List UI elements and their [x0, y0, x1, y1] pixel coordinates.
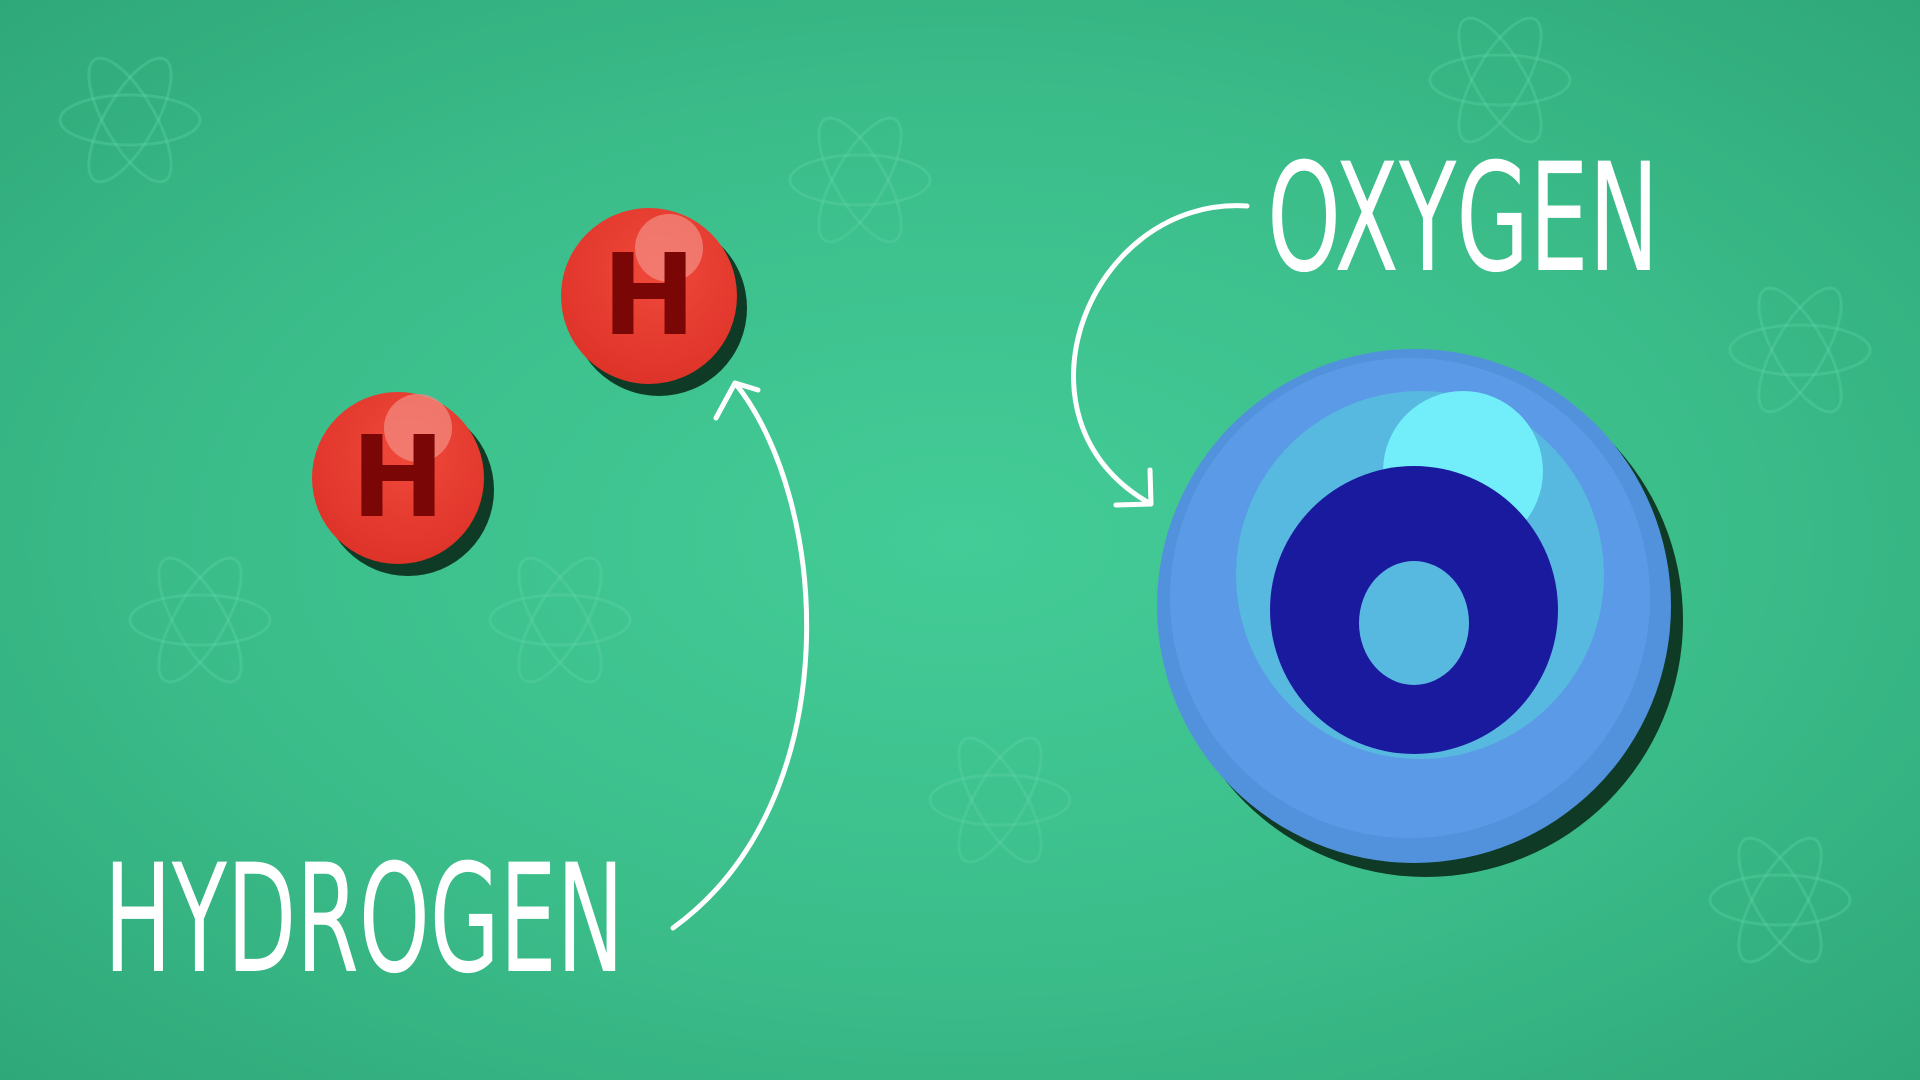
atom-highlight	[384, 394, 452, 462]
oxygen-label: OXYGEN	[1267, 132, 1659, 306]
background-atom-pattern	[58, 16, 1872, 964]
hydrogen-arrow	[670, 380, 810, 931]
hydrogen-symbol: H	[602, 231, 696, 361]
hydrogen-symbol: H	[351, 413, 445, 543]
hydrogen-atom-lower: H	[312, 392, 494, 576]
hydrogen-label: HYDROGEN	[104, 833, 624, 1007]
oxygen-arrow	[1071, 203, 1250, 508]
oxygen-ring-hole	[1359, 561, 1469, 685]
atom-highlight	[635, 214, 703, 282]
oxygen-atom	[1157, 349, 1683, 877]
hydrogen-atom-upper: H	[561, 208, 747, 396]
